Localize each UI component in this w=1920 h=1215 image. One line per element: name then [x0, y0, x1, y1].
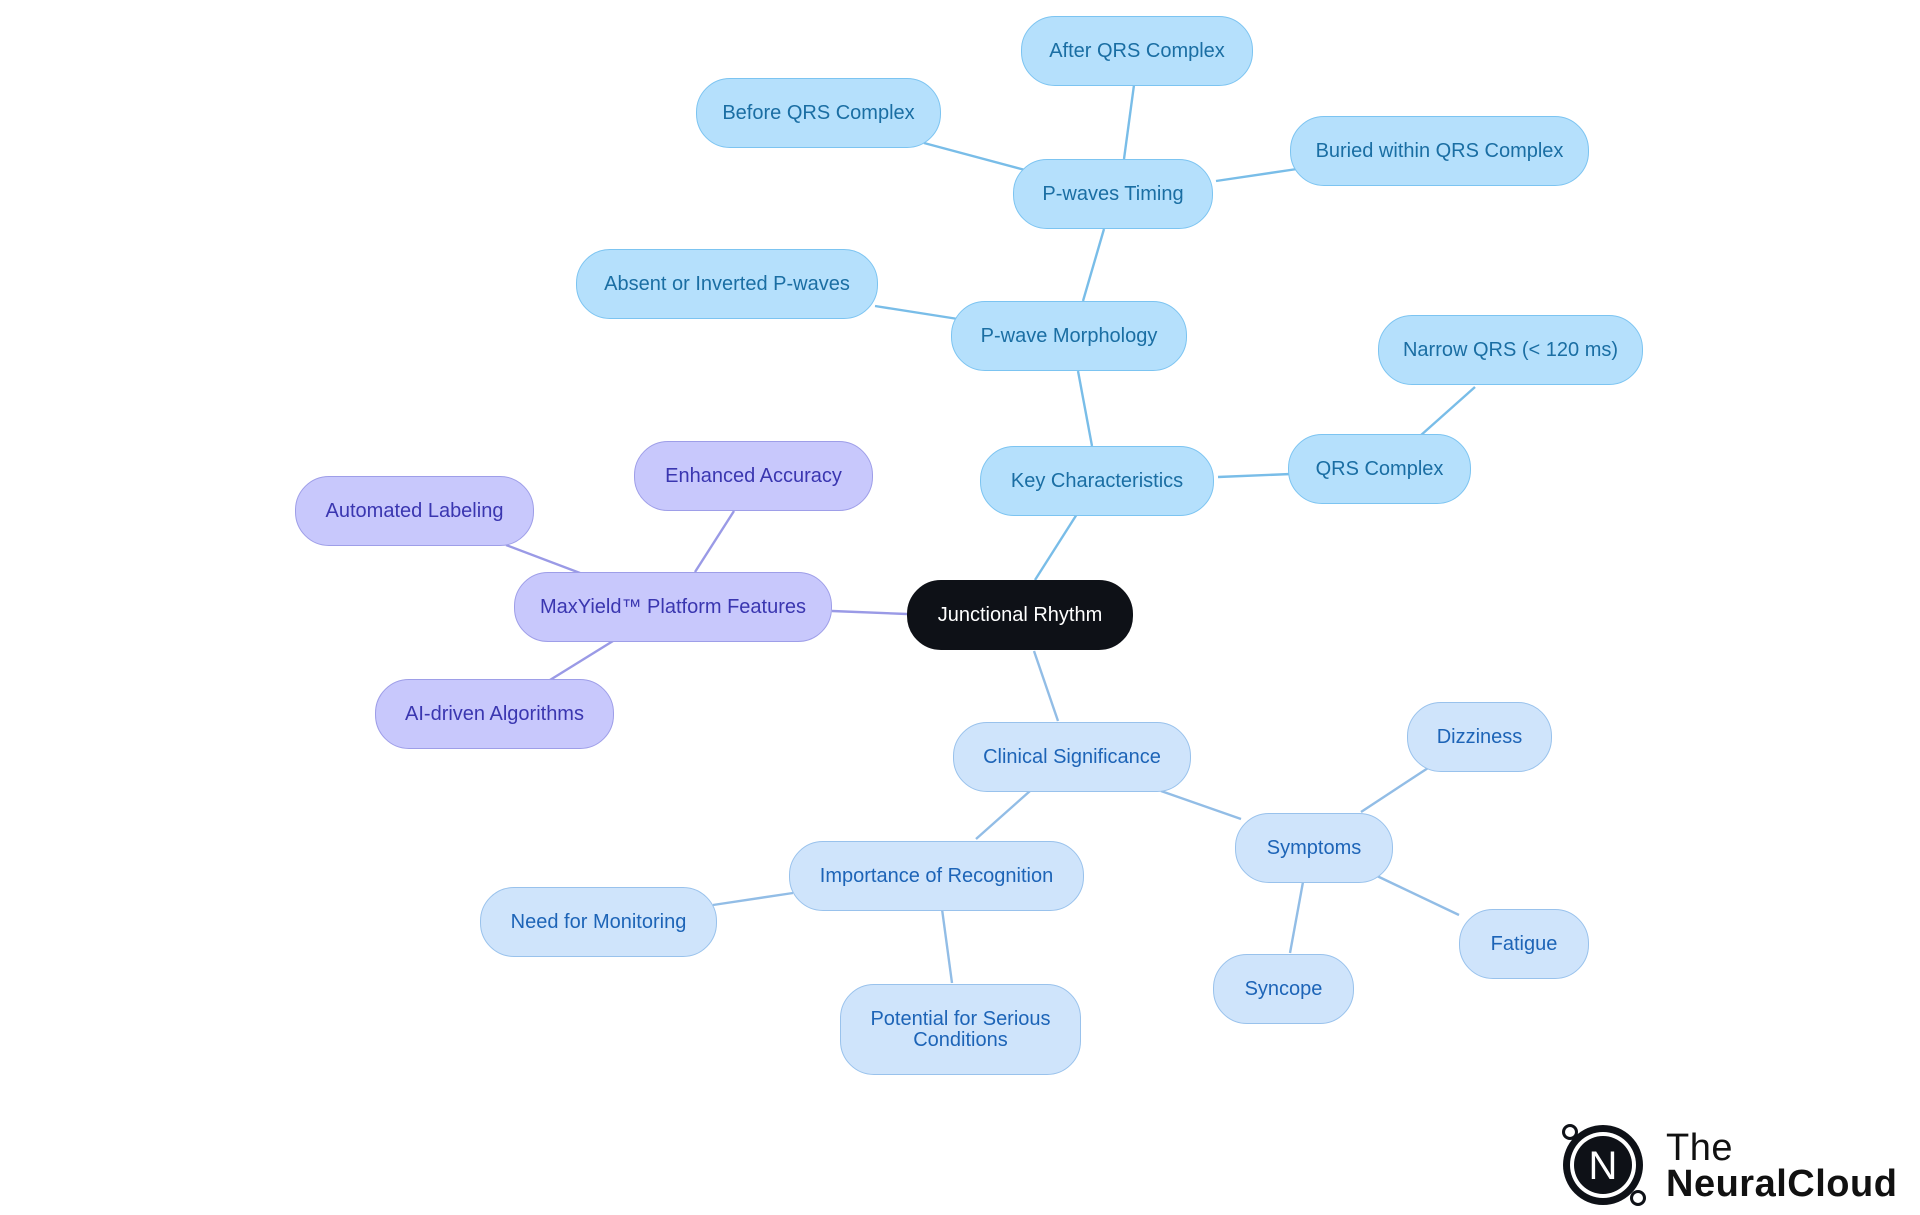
edge-timing-before [923, 141, 1026, 172]
node-key-characteristics[interactable]: Key Characteristics [980, 446, 1214, 516]
node-after-qrs-complex[interactable]: After QRS Complex [1021, 16, 1253, 86]
edge-key-morph [1076, 370, 1094, 447]
node-buried-within-qrs[interactable]: Buried within QRS Complex [1290, 116, 1589, 186]
node-p-waves-timing[interactable]: P-waves Timing [1013, 159, 1213, 229]
logo-text-neuralcloud: NeuralCloud [1666, 1163, 1898, 1205]
node-symptoms[interactable]: Symptoms [1235, 813, 1393, 883]
edge-timing-buried [1215, 167, 1298, 183]
edge-symptoms-fatigue [1376, 874, 1460, 917]
logo-text-the: The [1666, 1127, 1733, 1169]
node-automated-labeling[interactable]: Automated Labeling [295, 476, 534, 546]
edge-root-key [1033, 513, 1079, 581]
node-fatigue[interactable]: Fatigue [1459, 909, 1589, 979]
node-junctional-rhythm[interactable]: Junctional Rhythm [907, 580, 1133, 650]
node-narrow-qrs[interactable]: Narrow QRS (< 120 ms) [1378, 315, 1643, 385]
node-importance-of-recognition[interactable]: Importance of Recognition [789, 841, 1084, 911]
node-maxyield-platform-features[interactable]: MaxYield™ Platform Features [514, 572, 832, 642]
node-need-for-monitoring[interactable]: Need for Monitoring [480, 887, 717, 957]
node-absent-inverted-p-waves[interactable]: Absent or Inverted P-waves [576, 249, 878, 319]
edge-qrs-narrow [1419, 386, 1476, 437]
node-clinical-significance[interactable]: Clinical Significance [953, 722, 1191, 792]
edge-clinical-symptoms [1160, 789, 1242, 821]
node-p-wave-morphology[interactable]: P-wave Morphology [951, 301, 1187, 371]
edge-morph-absent [874, 304, 959, 321]
neuralcloud-logo: N The NeuralCloud [1558, 1120, 1898, 1210]
node-qrs-complex[interactable]: QRS Complex [1288, 434, 1471, 504]
edge-platform-labeling [505, 543, 581, 575]
edge-symptoms-syncope [1288, 881, 1305, 954]
edge-timing-after [1122, 84, 1136, 160]
edge-root-platform [831, 609, 908, 616]
edge-platform-ai [549, 639, 614, 682]
node-enhanced-accuracy[interactable]: Enhanced Accuracy [634, 441, 873, 511]
node-ai-driven-algorithms[interactable]: AI-driven Algorithms [375, 679, 614, 749]
edge-importance-serious [940, 908, 954, 984]
edge-importance-monitoring [712, 891, 794, 907]
edge-morph-timing [1081, 228, 1106, 302]
edge-platform-accuracy [693, 510, 736, 573]
node-before-qrs-complex[interactable]: Before QRS Complex [696, 78, 941, 148]
logo-mark-letter: N [1589, 1144, 1618, 1188]
edge-clinical-importance [975, 790, 1031, 840]
node-dizziness[interactable]: Dizziness [1407, 702, 1552, 772]
edge-key-qrs [1217, 472, 1292, 479]
edge-symptoms-dizziness [1360, 766, 1429, 814]
node-syncope[interactable]: Syncope [1213, 954, 1354, 1024]
neuralcloud-logo-icon: N [1562, 1124, 1646, 1206]
edge-root-clinical [1032, 650, 1060, 722]
node-potential-serious-conditions[interactable]: Potential for Serious Conditions [840, 984, 1081, 1075]
